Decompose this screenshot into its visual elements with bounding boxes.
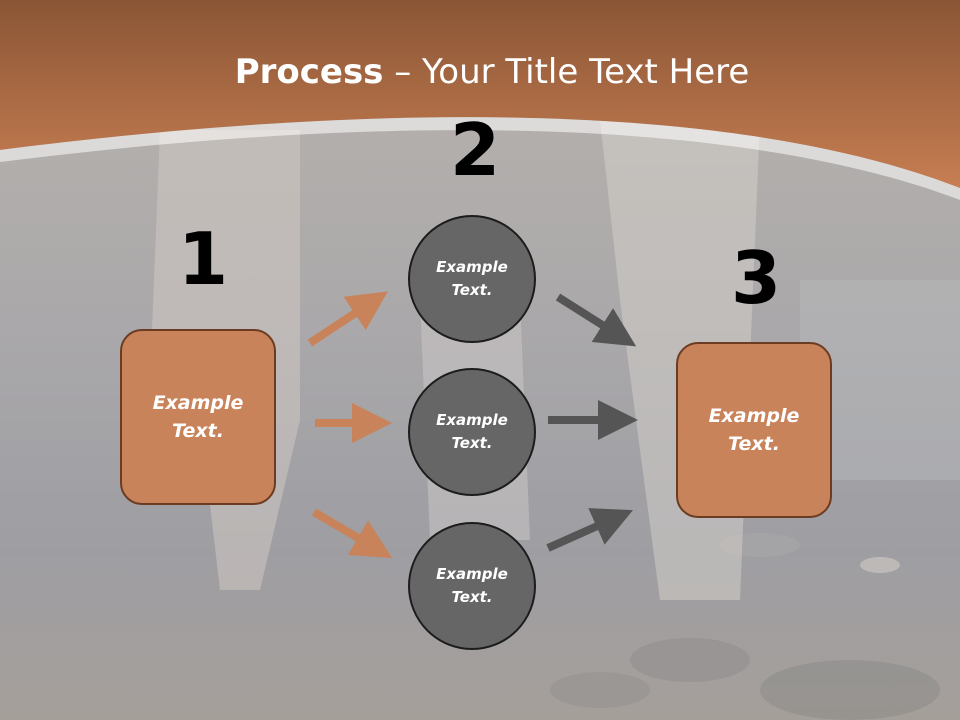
step-number-3: 3 xyxy=(731,236,782,320)
title-rest: – Your Title Text Here xyxy=(383,52,750,92)
example-box-right-text: Example Text. xyxy=(708,404,800,456)
step-number-1: 1 xyxy=(178,217,229,301)
example-box-left: Example Text. xyxy=(120,329,276,505)
example-circle-top-text: Example Text. xyxy=(436,257,508,299)
example-circle-middle-text: Example Text. xyxy=(436,410,508,452)
example-box-right: Example Text. xyxy=(676,342,832,518)
example-circle-bottom-text: Example Text. xyxy=(436,564,508,606)
example-circle-middle: Example Text. xyxy=(408,368,536,496)
example-circle-bottom: Example Text. xyxy=(408,522,536,650)
example-box-left-text: Example Text. xyxy=(152,391,244,443)
title-bold: Process xyxy=(234,52,384,92)
slide-title: Process – Your Title Text Here xyxy=(0,52,960,92)
example-circle-top: Example Text. xyxy=(408,215,536,343)
step-number-2: 2 xyxy=(450,108,501,192)
